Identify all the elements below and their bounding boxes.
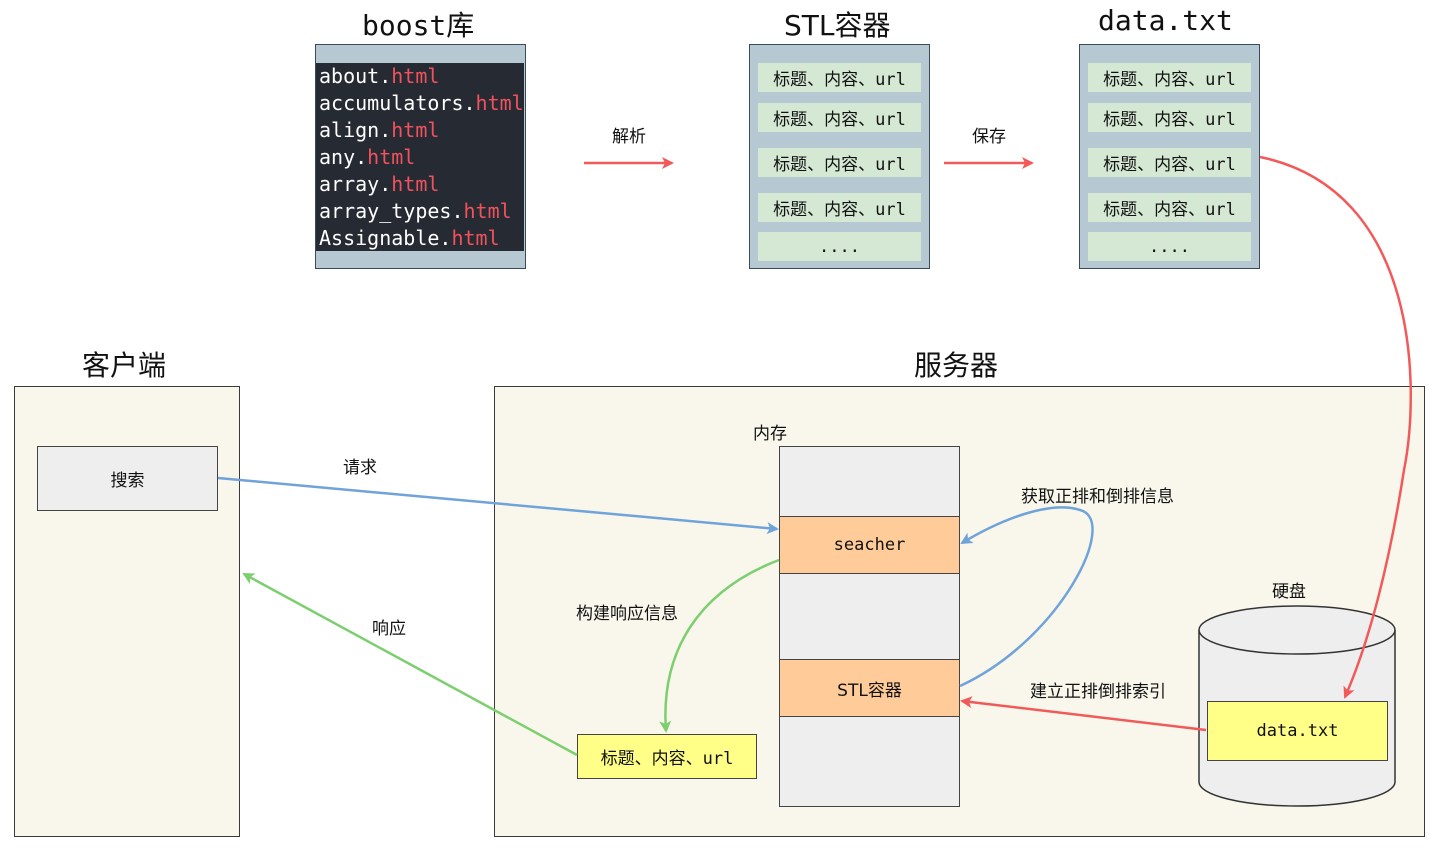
build-response-arrow	[659, 558, 780, 733]
file-item: about.html	[319, 64, 440, 88]
datatxt-row: 标题、内容、url	[1088, 193, 1251, 222]
stl-row: 标题、内容、url	[758, 63, 921, 92]
file-item: align.html	[319, 118, 440, 142]
boost-file-list: about.html accumulators.html align.html …	[316, 63, 524, 251]
parse-label: 解析	[612, 127, 646, 147]
disk-file-label: data.txt	[1256, 721, 1339, 741]
response-label: 响应	[372, 619, 406, 639]
request-label: 请求	[343, 458, 377, 478]
searcher-label: seacher	[833, 535, 906, 555]
file-item: array.html	[319, 172, 440, 196]
fetch-info-arrow	[959, 506, 1094, 688]
stl-row: ....	[758, 232, 921, 261]
server-title: 服务器	[914, 349, 999, 382]
result-box: 标题、内容、url	[577, 734, 757, 779]
client-title: 客户端	[82, 349, 167, 382]
memory-block	[779, 446, 960, 807]
server-stl-box: STL容器	[779, 659, 960, 717]
stl-row: 标题、内容、url	[758, 103, 921, 132]
stl-panel: 标题、内容、url 标题、内容、url 标题、内容、url 标题、内容、url …	[749, 44, 930, 269]
build-index-label: 建立正排倒排索引	[1030, 682, 1166, 702]
fetch-info-label: 获取正排和倒排信息	[1021, 487, 1174, 507]
stl-row: 标题、内容、url	[758, 148, 921, 177]
searcher-box: seacher	[779, 516, 960, 574]
memory-label: 内存	[753, 424, 787, 444]
datatxt-panel: 标题、内容、url 标题、内容、url 标题、内容、url 标题、内容、url …	[1079, 44, 1260, 269]
datatxt-title: data.txt	[1098, 4, 1233, 37]
boost-title: boost库	[362, 9, 475, 42]
datatxt-row: 标题、内容、url	[1088, 103, 1251, 132]
disk-label: 硬盘	[1272, 582, 1306, 602]
file-item: Assignable.html	[319, 226, 500, 250]
build-response-label: 构建响应信息	[576, 604, 678, 624]
file-item: array_types.html	[319, 199, 512, 223]
datatxt-row: 标题、内容、url	[1088, 148, 1251, 177]
file-item: accumulators.html	[319, 91, 524, 115]
datatxt-row: 标题、内容、url	[1088, 63, 1251, 92]
search-button-label: 搜索	[110, 471, 145, 491]
stl-title: STL容器	[784, 9, 891, 42]
result-label: 标题、内容、url	[600, 749, 734, 769]
disk-file-box: data.txt	[1207, 701, 1388, 761]
save-label: 保存	[972, 127, 1006, 147]
stl-row: 标题、内容、url	[758, 193, 921, 222]
datatxt-to-disk-arrow	[1259, 155, 1412, 699]
search-button[interactable]: 搜索	[37, 446, 218, 511]
boost-panel: about.html accumulators.html align.html …	[315, 44, 526, 269]
datatxt-row: ....	[1088, 232, 1251, 261]
request-arrow	[217, 476, 779, 535]
file-item: any.html	[319, 145, 416, 169]
build-index-arrow	[960, 696, 1207, 732]
response-arrow	[242, 572, 578, 757]
server-stl-label: STL容器	[837, 680, 902, 701]
